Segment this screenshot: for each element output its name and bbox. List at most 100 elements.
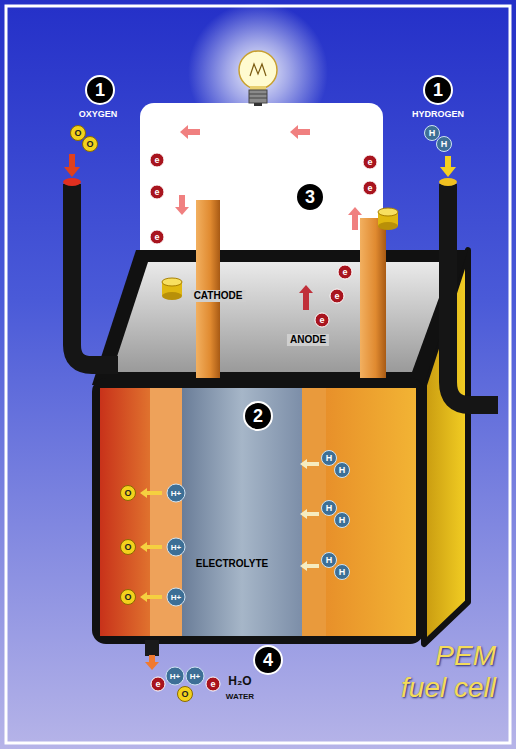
hydrogen-ion: H+ — [186, 667, 205, 686]
hydrogen-chamber — [326, 388, 416, 636]
electrode-label: ANODE — [287, 334, 329, 346]
label-text: e — [155, 680, 160, 689]
electron: e — [315, 313, 330, 328]
callout-number: 1 — [85, 75, 115, 105]
anode-plate — [360, 218, 386, 378]
label-text: H+ — [190, 672, 200, 680]
electrode-label: CATHODE — [191, 290, 246, 302]
label-text: O — [124, 593, 131, 602]
gas-flow-arrow — [300, 561, 319, 571]
current-arrow — [180, 125, 200, 139]
gas-flow-arrow — [300, 509, 319, 519]
label-text: e — [342, 268, 347, 277]
cell-front-face — [92, 378, 424, 644]
label-text: e — [154, 233, 159, 242]
cathode-terminal — [162, 292, 182, 300]
ion-flow-arrow — [140, 488, 162, 498]
electron: e — [363, 181, 378, 196]
current-arrow — [175, 195, 189, 215]
water-outlet — [145, 640, 159, 656]
hydrogen-atom: H — [321, 552, 337, 568]
ion-flow-arrow — [140, 592, 162, 602]
current-arrow — [290, 125, 310, 139]
oxygen-inflow-arrow — [64, 154, 80, 177]
gas-flow-arrow — [300, 459, 319, 469]
anode-terminal — [378, 222, 398, 230]
bulb-glass — [239, 51, 277, 89]
label-text: H — [326, 454, 333, 463]
label-text: O — [86, 140, 93, 149]
electron: e — [150, 185, 165, 200]
hydrogen-pipe — [448, 184, 498, 405]
label-text: OXYGEN — [79, 110, 118, 119]
hydrogen-atom: H — [436, 136, 452, 152]
water-label: WATER — [226, 693, 254, 701]
hydrogen-atom: H — [334, 462, 350, 478]
pipe-opening — [439, 178, 457, 186]
label-text: H+ — [171, 489, 181, 497]
hydrogen-atom: H — [334, 564, 350, 580]
hydrogen-ion: H+ — [167, 484, 186, 503]
gas-label: HYDROGEN — [412, 110, 464, 119]
hydrogen-ion: H+ — [167, 588, 186, 607]
label-text: ANODE — [290, 335, 326, 345]
ion-flow-arrow — [140, 542, 162, 552]
label-text: e — [210, 680, 215, 689]
hydrogen-atom: H — [334, 512, 350, 528]
label-text: e — [319, 316, 324, 325]
callout-number: 3 — [295, 182, 325, 212]
label-text: e — [367, 158, 372, 167]
label-text: 1 — [433, 81, 443, 99]
hydrogen-inflow-arrow — [440, 156, 456, 177]
oxygen-chamber — [100, 388, 150, 636]
bulb-glow — [188, 2, 328, 142]
oxygen-atom: O — [120, 539, 136, 555]
bulb-thread — [249, 94, 267, 98]
hydrogen-ion: H+ — [166, 667, 185, 686]
hydrogen-ion: H+ — [167, 538, 186, 557]
callout-number: 4 — [253, 645, 283, 675]
label-text: H — [339, 466, 346, 475]
label-text: H+ — [170, 672, 180, 680]
label-text: e — [367, 184, 372, 193]
label-text: 4 — [263, 651, 273, 669]
label-text: WATER — [226, 693, 254, 701]
label-text: H+ — [171, 593, 181, 601]
anode-terminal — [378, 208, 398, 216]
label-text: O — [181, 690, 188, 699]
electron: e — [151, 677, 166, 692]
label-text: H — [326, 556, 333, 565]
electron: e — [363, 155, 378, 170]
label-text: ELECTROLYTE — [196, 559, 268, 569]
cell-top-inner — [112, 262, 452, 372]
label-text: H — [441, 140, 448, 149]
electron: e — [206, 677, 221, 692]
hydrogen-atom: H — [321, 500, 337, 516]
label-text: CATHODE — [194, 291, 243, 301]
label-text: e — [154, 156, 159, 165]
cathode-terminal — [162, 278, 182, 286]
label-text: H — [339, 516, 346, 525]
cell-top-face — [92, 250, 468, 385]
bulb-base — [249, 90, 267, 103]
caption: PEM fuel cell — [392, 640, 496, 704]
oxygen-atom: O — [177, 686, 193, 702]
pipe-opening — [63, 178, 81, 186]
label-text: O — [124, 543, 131, 552]
oxygen-atom: O — [120, 485, 136, 501]
hydrogen-atom: H — [321, 450, 337, 466]
label-text: O — [74, 129, 81, 138]
label-text: e — [334, 292, 339, 301]
label-text: 1 — [95, 81, 105, 99]
electrolyte-membrane — [182, 388, 302, 636]
bulb-contact — [254, 103, 262, 106]
oxygen-atom: O — [120, 589, 136, 605]
label-text: 3 — [305, 188, 315, 206]
label-text: H+ — [171, 543, 181, 551]
callout-number: 2 — [243, 401, 273, 431]
electron: e — [150, 230, 165, 245]
gas-label: OXYGEN — [79, 110, 118, 119]
label-text: H — [339, 568, 346, 577]
label-text: 2 — [253, 407, 263, 425]
